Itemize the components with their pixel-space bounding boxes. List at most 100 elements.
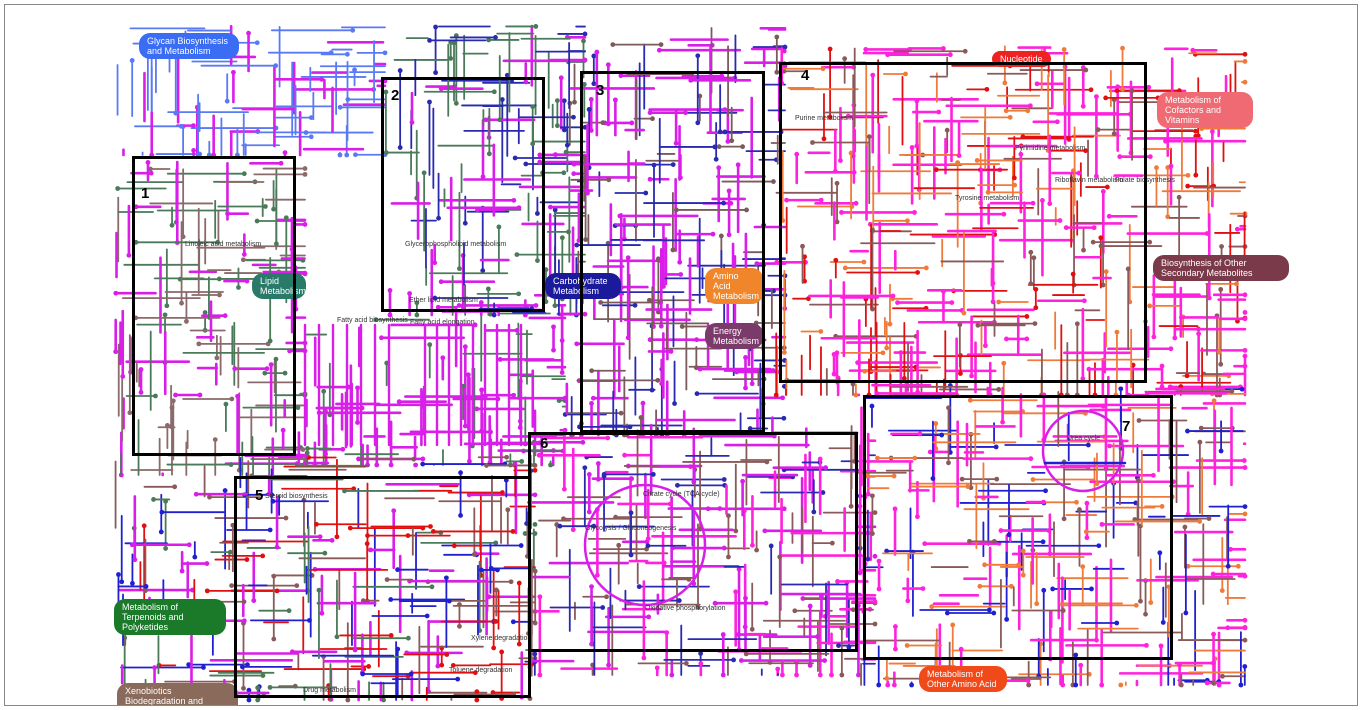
compound-node: [1243, 80, 1248, 85]
compound-node: [553, 152, 558, 157]
compound-node: [484, 463, 489, 468]
compound-node: [414, 313, 419, 318]
compound-node: [885, 52, 890, 57]
compound-node: [560, 235, 565, 240]
compound-node: [309, 134, 314, 139]
compound-node: [1199, 426, 1204, 431]
region-box-1: [132, 156, 296, 456]
compound-node: [853, 393, 858, 398]
category-cofactors-pill: Metabolism of Cofactors and Vitamins: [1157, 92, 1253, 128]
compound-node: [553, 303, 558, 308]
compound-node: [201, 665, 206, 670]
compound-node: [1196, 331, 1201, 336]
compound-node: [492, 313, 497, 318]
compound-node: [493, 35, 498, 40]
compound-node: [892, 683, 897, 688]
compound-node: [1118, 683, 1123, 688]
compound-node: [1242, 458, 1247, 463]
compound-node: [1243, 348, 1248, 353]
region-number-7: 7: [1122, 418, 1130, 435]
compound-node: [191, 148, 196, 153]
compound-node: [383, 50, 388, 55]
compound-node: [829, 673, 834, 678]
compound-node: [571, 115, 576, 120]
compound-node: [1243, 354, 1248, 359]
compound-node: [842, 56, 847, 61]
compound-node: [273, 63, 278, 68]
compound-node: [389, 463, 394, 468]
pathway-label: Fatty acid biosynthesis: [337, 317, 408, 324]
compound-node: [345, 52, 350, 57]
compound-node: [187, 542, 192, 547]
compound-node: [466, 372, 471, 377]
compound-node: [194, 492, 199, 497]
compound-node: [420, 462, 425, 467]
compound-node: [116, 572, 121, 577]
compound-node: [338, 153, 343, 158]
compound-node: [1234, 281, 1239, 286]
compound-node: [1243, 316, 1248, 321]
compound-node: [411, 457, 416, 462]
compound-node: [744, 651, 749, 656]
compound-node: [515, 328, 520, 333]
compound-node: [519, 459, 524, 464]
compound-node: [583, 32, 588, 37]
compound-node: [130, 581, 135, 586]
compound-node: [504, 455, 509, 460]
compound-node: [780, 673, 785, 678]
compound-node: [562, 128, 567, 133]
category-secondary-pill: Biosynthesis of Other Secondary Metaboli…: [1153, 255, 1289, 281]
compound-node: [120, 374, 125, 379]
compound-node: [458, 470, 463, 475]
compound-node: [562, 98, 567, 103]
compound-node: [127, 253, 132, 258]
compound-node: [669, 673, 674, 678]
compound-node: [731, 657, 736, 662]
compound-node: [574, 341, 579, 346]
compound-node: [246, 31, 251, 36]
compound-node: [303, 172, 308, 177]
compound-node: [963, 49, 968, 54]
compound-node: [113, 291, 118, 296]
compound-node: [130, 542, 135, 547]
compound-node: [151, 497, 156, 502]
compound-node: [1219, 449, 1224, 454]
compound-node: [572, 100, 577, 105]
compound-node: [115, 186, 120, 191]
compound-node: [205, 588, 210, 593]
compound-node: [323, 452, 328, 457]
compound-node: [467, 459, 472, 464]
compound-node: [1177, 195, 1182, 200]
compound-node: [1243, 504, 1248, 509]
compound-node: [1219, 244, 1224, 249]
compound-node: [479, 387, 484, 392]
compound-node: [463, 344, 468, 349]
compound-node: [1183, 525, 1188, 530]
compound-node: [1211, 632, 1216, 637]
compound-node: [397, 399, 402, 404]
compound-node: [533, 24, 538, 29]
region-number-2: 2: [391, 87, 399, 104]
compound-node: [641, 656, 646, 661]
compound-node: [1210, 129, 1215, 134]
category-xenobiotics-pill: Xenobiotics Biodegradation and Metabolis…: [117, 683, 238, 706]
compound-node: [340, 447, 345, 452]
compound-node: [463, 424, 468, 429]
compound-node: [1190, 48, 1195, 53]
compound-node: [581, 39, 586, 44]
compound-node: [303, 222, 308, 227]
compound-node: [565, 143, 570, 148]
category-glycan-pill: Glycan Biosynthesis and Metabolism: [139, 33, 239, 59]
compound-node: [1099, 683, 1104, 688]
compound-node: [283, 150, 288, 155]
compound-node: [884, 676, 889, 681]
compound-node: [223, 488, 228, 493]
compound-node: [1179, 683, 1184, 688]
compound-node: [338, 105, 343, 110]
compound-node: [1240, 387, 1245, 392]
compound-node: [355, 420, 360, 425]
compound-node: [606, 62, 611, 67]
compound-node: [159, 530, 164, 535]
pathway-label: Fatty acid elongation: [410, 319, 475, 326]
compound-node: [721, 673, 726, 678]
